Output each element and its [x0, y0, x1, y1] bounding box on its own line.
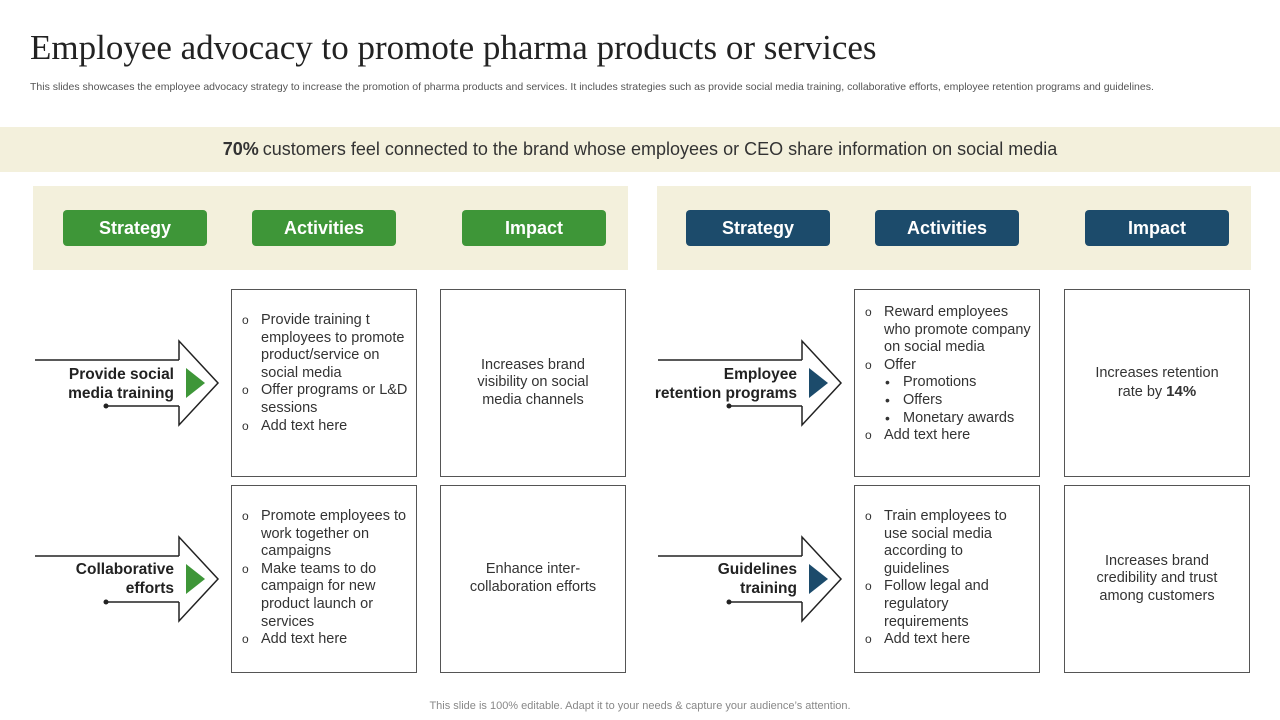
- right-activities-header: Activities: [875, 210, 1019, 246]
- impact-box-guidelines-training: Increases brand credibility and trust am…: [1064, 485, 1250, 673]
- statistic-banner: 70% customers feel connected to the bran…: [0, 127, 1280, 172]
- right-strategy-header: Strategy: [686, 210, 830, 246]
- activities-box-employee-retention: Reward employees who promote company on …: [854, 289, 1040, 477]
- sub-list-item: Promotions: [865, 374, 1031, 392]
- navy-triangle-icon: [809, 564, 828, 594]
- strategy-label-line2: training: [740, 580, 797, 597]
- list-item: Train employees to use social media acco…: [865, 508, 1031, 578]
- strategy-label-social-media-training: Provide social media training: [24, 365, 174, 403]
- navy-triangle-icon: [809, 368, 828, 398]
- strategy-label-line2: retention programs: [654, 385, 797, 402]
- list-item: Add text here: [242, 631, 408, 649]
- left-activities-header: Activities: [252, 210, 396, 246]
- page-title: Employee advocacy to promote pharma prod…: [30, 28, 877, 67]
- strategy-label-collaborative-efforts: Collaborative efforts: [24, 560, 174, 598]
- impact-value: 14%: [1166, 382, 1197, 400]
- strategy-label-line1: Guidelines: [717, 561, 797, 578]
- green-triangle-icon: [186, 368, 205, 398]
- footer-note: This slide is 100% editable. Adapt it to…: [429, 700, 851, 712]
- right-impact-header: Impact: [1085, 210, 1229, 246]
- list-item: Make teams to do campaign for new produc…: [242, 561, 408, 631]
- impact-text: Increases brand visibility on social med…: [477, 356, 589, 408]
- list-item: Promote employees to work together on ca…: [242, 508, 408, 561]
- list-item: Follow legal and regulatory requirements: [865, 578, 1031, 631]
- impact-box-social-media-training: Increases brand visibility on social med…: [440, 289, 626, 477]
- activities-box-guidelines-training: Train employees to use social media acco…: [854, 485, 1040, 673]
- impact-text: Enhance inter-collaboration efforts: [469, 561, 597, 595]
- impact-text: Increases brand credibility and trust am…: [1096, 552, 1218, 604]
- left-strategy-header: Strategy: [63, 210, 207, 246]
- green-triangle-icon: [186, 564, 205, 594]
- list-item: Add text here: [865, 631, 1031, 649]
- left-impact-header: Impact: [462, 210, 606, 246]
- list-item: Offer programs or L&D sessions: [242, 382, 408, 417]
- strategy-label-employee-retention: Employee retention programs: [647, 365, 797, 403]
- list-item: Add text here: [242, 418, 408, 436]
- activities-box-collaborative-efforts: Promote employees to work together on ca…: [231, 485, 417, 673]
- strategy-arrow-social-media-training: [35, 339, 220, 427]
- strategy-label-line1: Provide social: [68, 366, 174, 383]
- page-subtitle: This slides showcases the employee advoc…: [30, 81, 1154, 93]
- list-item: Offer: [865, 357, 1031, 375]
- strategy-arrow-collaborative-efforts: [35, 535, 220, 623]
- strategy-label-guidelines-training: Guidelines training: [647, 560, 797, 598]
- banner-highlight: 70%: [222, 139, 259, 159]
- sub-list-item: Offers: [865, 392, 1031, 410]
- activities-box-social-media-training: Provide training t employees to promote …: [231, 289, 417, 477]
- list-item: Reward employees who promote company on …: [865, 304, 1031, 357]
- impact-box-collaborative-efforts: Enhance inter-collaboration efforts: [440, 485, 626, 673]
- strategy-arrow-guidelines-training: [658, 535, 843, 623]
- list-item: Provide training t employees to promote …: [242, 312, 408, 382]
- strategy-label-line1: Employee: [723, 366, 797, 383]
- left-header-panel: Strategy Activities Impact: [33, 186, 628, 270]
- sub-list-item: Monetary awards: [865, 410, 1031, 428]
- strategy-label-line1: Collaborative: [75, 561, 174, 578]
- list-item: Add text here: [865, 427, 1031, 445]
- strategy-label-line2: efforts: [125, 580, 174, 597]
- strategy-label-line2: media training: [68, 385, 174, 402]
- right-header-panel: Strategy Activities Impact: [657, 186, 1251, 270]
- strategy-arrow-employee-retention: [658, 339, 843, 427]
- banner-text: customers feel connected to the brand wh…: [262, 139, 1058, 159]
- impact-text-main: Increases retention rate by: [1095, 364, 1219, 400]
